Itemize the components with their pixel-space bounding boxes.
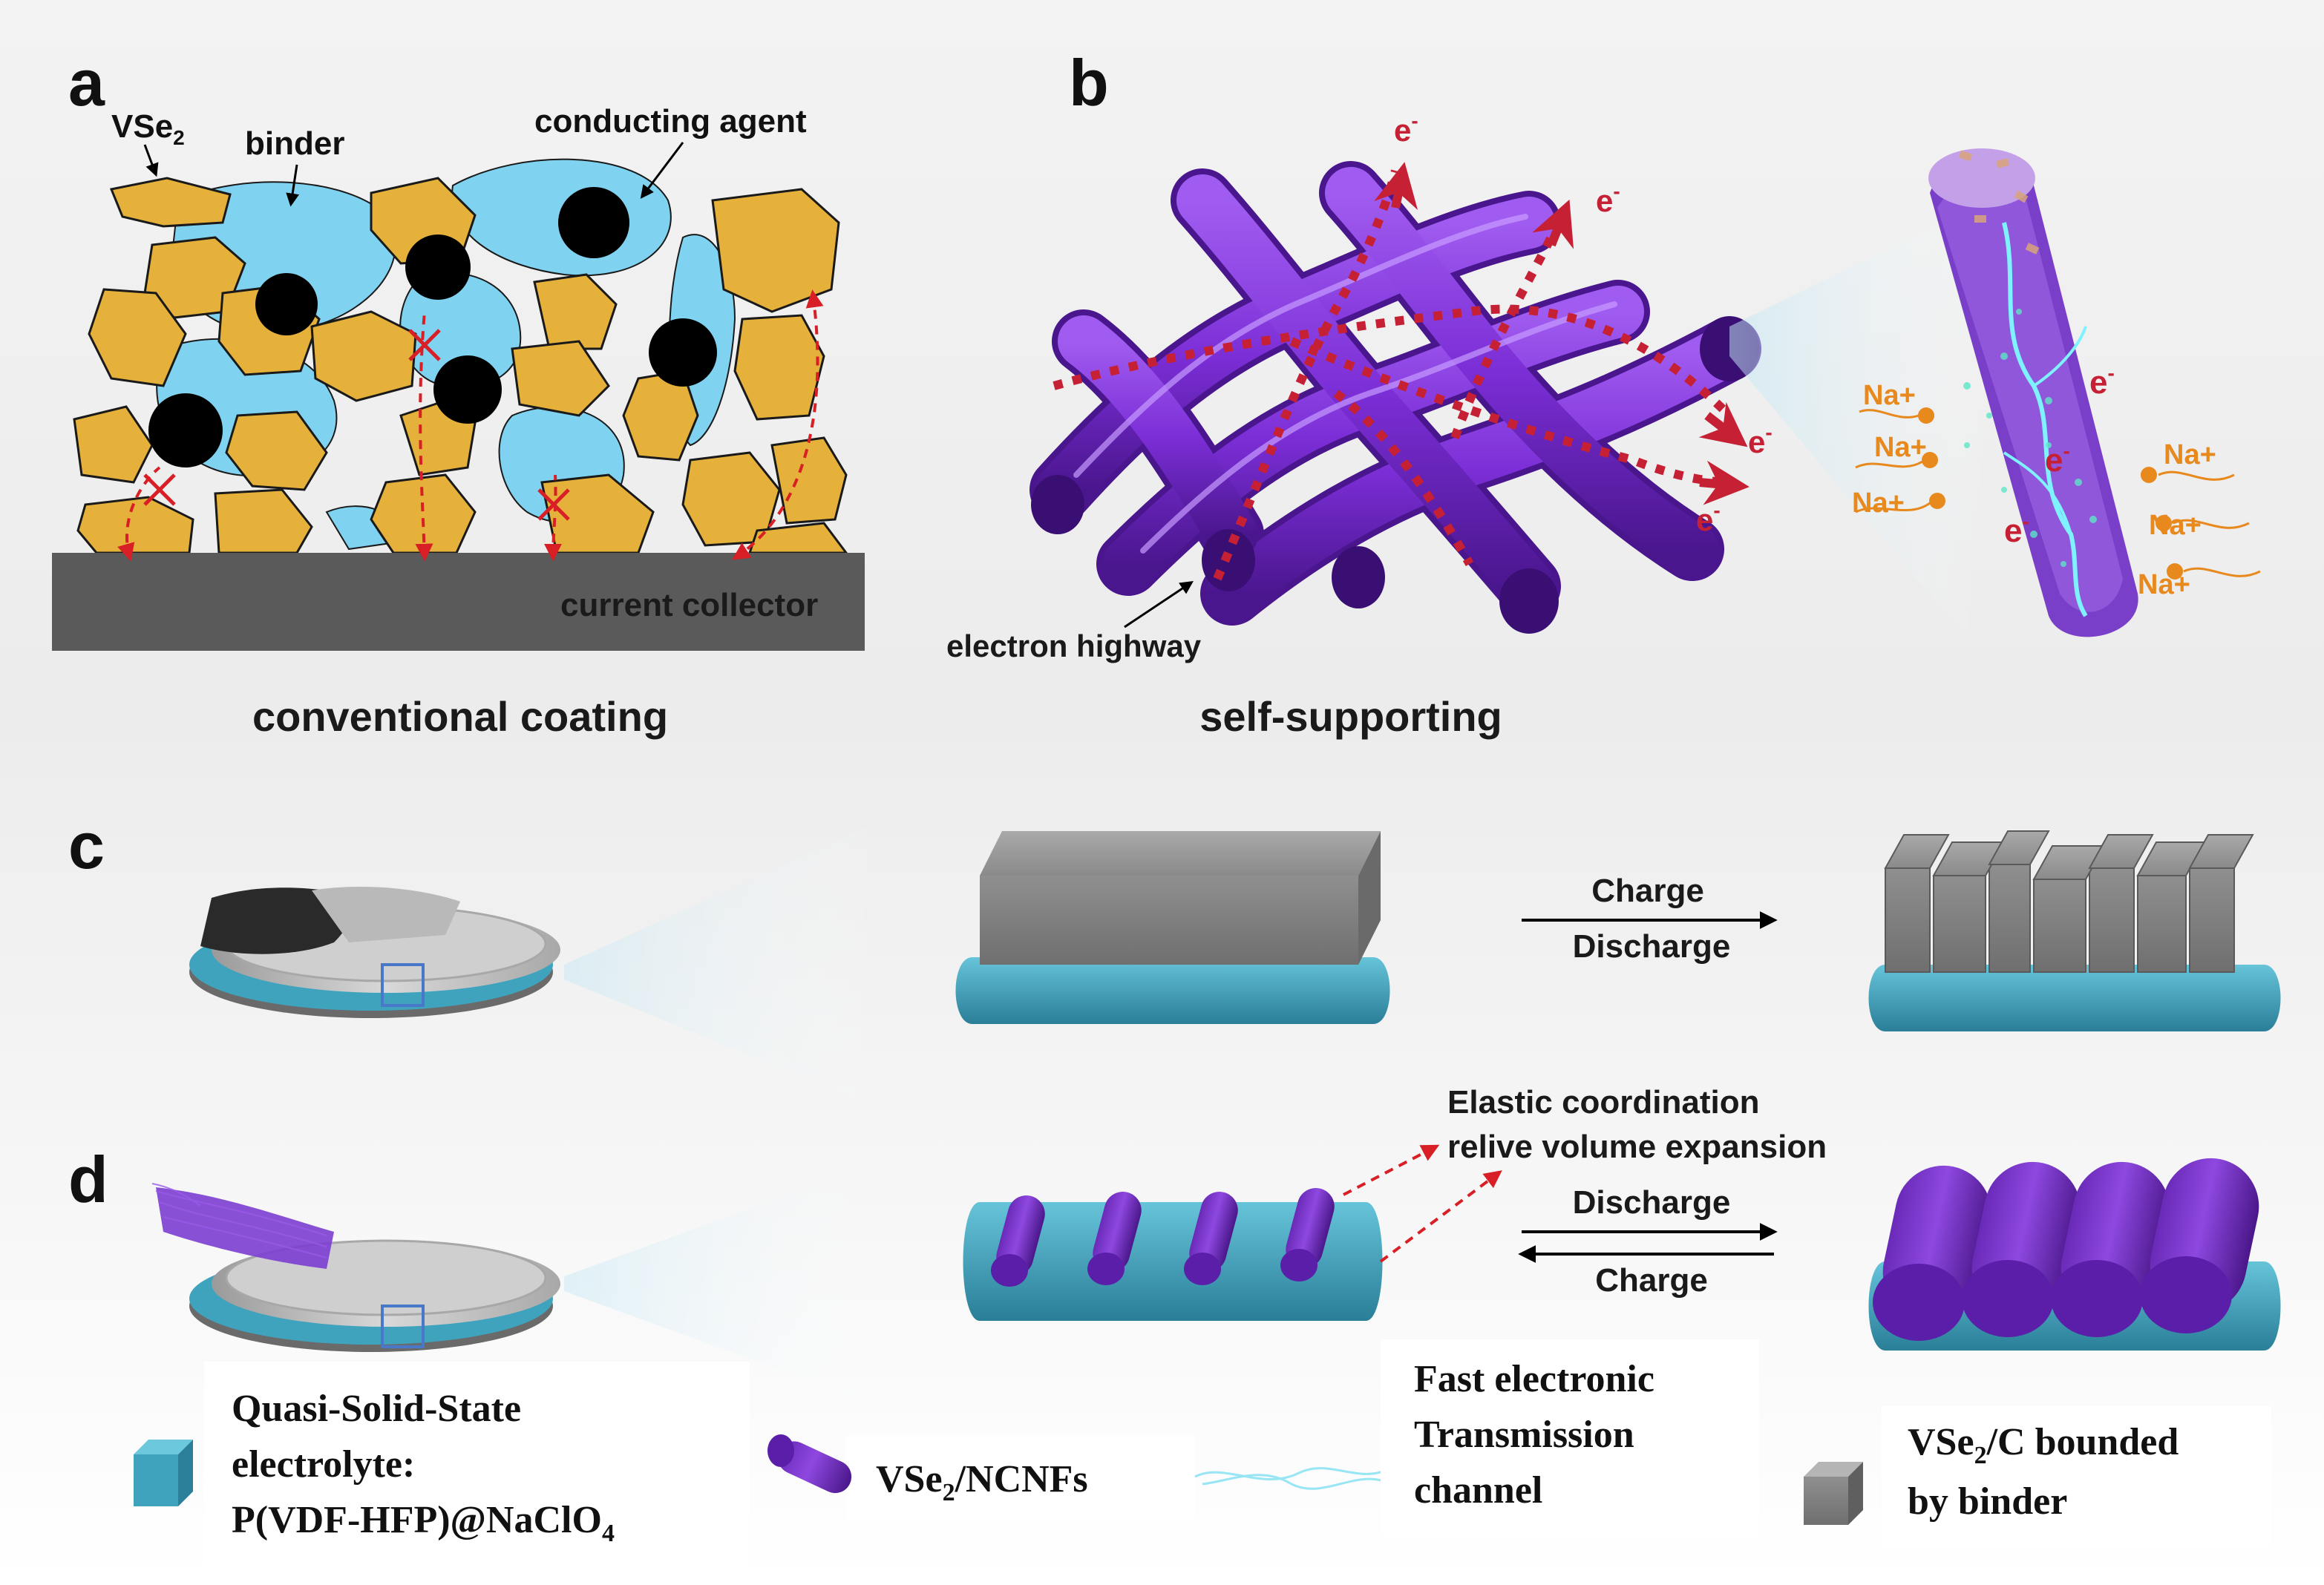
svg-text:P(VDF-HFP)@NaClO4: P(VDF-HFP)@NaClO4: [232, 1499, 615, 1547]
coin-cell-d: [151, 1183, 560, 1352]
sodium-ions: Na+ Na+ Na+ Na+ Na+ Na+: [1852, 380, 2261, 600]
legend: Quasi-Solid-State electrolyte: P(VDF-HFP…: [134, 1339, 2271, 1566]
panel-d: d: [68, 1084, 2281, 1410]
svg-text:e-: e-: [1394, 109, 1418, 148]
expanded-fiber-electrode-d: [1868, 1158, 2281, 1351]
zoom-box-c: [381, 963, 425, 1007]
discharge-charge-arrows-d: Discharge Charge: [1518, 1184, 1778, 1299]
panel-c: c Charge Discharge: [68, 809, 2281, 1113]
svg-text:channel: channel: [1414, 1469, 1542, 1512]
svg-text:e-: e-: [1596, 180, 1620, 218]
legend-fibers: VSe2/NCNFs: [767, 1434, 1195, 1521]
svg-text:Na+: Na+: [1852, 488, 1905, 519]
svg-text:e-: e-: [1748, 421, 1773, 459]
zoom-beam-c: [564, 816, 891, 1113]
gray-cube-icon: [1804, 1462, 1863, 1525]
svg-text:Quasi-Solid-State: Quasi-Solid-State: [232, 1388, 521, 1430]
svg-text:VSe2/C bounded: VSe2/C bounded: [1908, 1421, 2179, 1469]
pristine-electrode-c: [955, 831, 1390, 1024]
panel-a-caption: conventional coating: [252, 693, 668, 740]
fiber-electrode-d: [963, 1188, 1383, 1321]
elastic-annotation: Elastic coordination relive volume expan…: [1343, 1084, 1827, 1263]
panel-a: a: [52, 46, 865, 740]
svg-text:electrolyte:: electrolyte:: [232, 1443, 415, 1486]
panel-letter-c: c: [68, 809, 105, 882]
electron-labels-fiber: e- e- e-: [2004, 361, 2115, 549]
svg-text:Discharge: Discharge: [1573, 928, 1731, 965]
fiber-end-caps: [1031, 316, 1759, 634]
zoom-box-d: [381, 1305, 425, 1348]
blocked-path-marks: [143, 329, 570, 521]
legend-electrolyte: Quasi-Solid-State electrolyte: P(VDF-HFP…: [134, 1362, 750, 1566]
svg-text:e-: e-: [2045, 439, 2070, 479]
zoom-beam-b: [1729, 193, 2004, 638]
svg-text:Elastic coordination: Elastic coordination: [1447, 1084, 1760, 1120]
current-collector-label: current collector: [560, 587, 818, 623]
electron-highway-label: electron highway: [946, 629, 1202, 663]
vse2-label: VSe2: [111, 108, 185, 149]
fiber-network: [1030, 161, 1761, 626]
electron-highway-pointer: [1124, 581, 1194, 629]
svg-text:VSe2/NCNFs: VSe2/NCNFs: [876, 1458, 1088, 1506]
binder-pointer: [286, 164, 300, 207]
svg-text:e-: e-: [1696, 499, 1721, 537]
cracked-electrode-c: [1868, 830, 2281, 1031]
svg-text:Transmission: Transmission: [1414, 1414, 1634, 1456]
panel-letter-d: d: [68, 1143, 108, 1216]
svg-text:Fast electronic: Fast electronic: [1414, 1358, 1654, 1400]
legend-channel: Fast electronic Transmission channel: [1194, 1339, 1759, 1536]
svg-text:Na+: Na+: [2149, 510, 2202, 541]
svg-text:by binder: by binder: [1908, 1480, 2067, 1523]
zoomed-fiber: [1928, 148, 2138, 637]
legend-bounded: VSe2/C bounded by binder: [1804, 1406, 2271, 1547]
binder-label: binder: [245, 125, 344, 162]
conducting-agent-pointer: [640, 142, 684, 199]
lightning-channel-icon: [1194, 1467, 1389, 1490]
svg-text:Na+: Na+: [2138, 569, 2190, 600]
electron-paths-a: [117, 289, 824, 562]
coin-cell-c: [189, 887, 560, 1018]
purple-fiber-icon: [767, 1434, 852, 1494]
panel-letter-b: b: [1069, 46, 1109, 119]
charge-discharge-arrow-c: Charge Discharge: [1522, 873, 1778, 965]
svg-text:Na+: Na+: [1863, 380, 1916, 411]
svg-text:Na+: Na+: [2164, 439, 2216, 470]
svg-text:e-: e-: [2004, 510, 2029, 549]
svg-text:e-: e-: [2089, 361, 2115, 401]
electron-arrows: [1374, 162, 1749, 505]
svg-text:Discharge: Discharge: [1573, 1184, 1731, 1221]
conducting-agent-spheres: [148, 187, 717, 467]
teal-cube-icon: [134, 1440, 193, 1506]
svg-text:relive volume expansion: relive volume expansion: [1447, 1129, 1827, 1165]
current-collector: [52, 553, 865, 651]
vse2-pointer: [143, 144, 159, 177]
electron-labels-network: e- e- e- e-: [1394, 109, 1773, 537]
svg-text:Charge: Charge: [1591, 873, 1704, 909]
panel-b-caption: self-supporting: [1199, 693, 1502, 740]
panel-letter-a: a: [68, 46, 105, 119]
svg-text:Na+: Na+: [1874, 432, 1927, 463]
svg-text:Charge: Charge: [1595, 1262, 1708, 1299]
conducting-agent-label: conducting agent: [534, 103, 807, 140]
panel-b: b: [946, 46, 2261, 740]
zoom-beam-d: [564, 1158, 891, 1410]
